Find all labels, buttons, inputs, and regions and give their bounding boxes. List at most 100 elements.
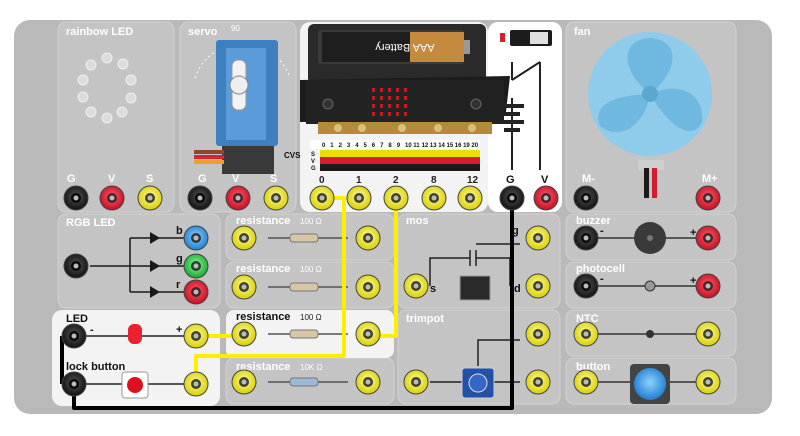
connector-port[interactable] — [695, 225, 721, 251]
fan-m-minus-label: M- — [582, 173, 595, 185]
connector-port[interactable] — [355, 225, 381, 251]
connector-port[interactable] — [61, 371, 87, 397]
led-icon — [128, 324, 142, 344]
power-g-label: G — [506, 174, 515, 186]
fan-m-plus-label: M+ — [702, 173, 718, 185]
connector-port[interactable] — [533, 185, 559, 211]
mos-label: mos — [406, 215, 429, 227]
microbit-button-a[interactable] — [322, 98, 334, 110]
connector-port[interactable] — [137, 185, 163, 211]
microbit-button-b[interactable] — [470, 98, 482, 110]
resistance-1-value: 100 Ω — [300, 217, 322, 226]
servo-v-label: V — [232, 173, 240, 185]
photocell-plus: + — [690, 275, 696, 287]
header-number: 12 — [422, 143, 429, 149]
servo-label: servo — [188, 26, 218, 38]
connector-port[interactable] — [525, 369, 551, 395]
connector-port[interactable] — [403, 369, 429, 395]
header-number: 1 — [330, 143, 334, 149]
rgb-r-label: r — [176, 279, 181, 291]
microbit-pin-label: 1 — [356, 175, 362, 186]
connector-port[interactable] — [183, 371, 209, 397]
resistance-4-value: 10K Ω — [300, 363, 322, 372]
connector-port[interactable] — [421, 185, 447, 211]
connector-port[interactable] — [231, 321, 257, 347]
microbit-pin-label: 0 — [319, 175, 325, 186]
connector-ports — [61, 185, 721, 397]
header-number: 10 — [405, 143, 412, 149]
resistance-modules: resistance 100 Ω resistance 100 Ω resist… — [236, 215, 348, 387]
connector-port[interactable] — [231, 369, 257, 395]
connector-port[interactable] — [403, 273, 429, 299]
connector-port[interactable] — [695, 273, 721, 299]
connector-port[interactable] — [499, 185, 525, 211]
connector-port[interactable] — [263, 185, 289, 211]
ntc-icon — [646, 330, 654, 338]
connector-port[interactable] — [573, 225, 599, 251]
connector-port[interactable] — [183, 279, 209, 305]
fan-icon — [588, 32, 712, 156]
rainbow-led-module: rainbow LED G V S — [66, 26, 153, 185]
mos-g-label: g — [512, 225, 519, 237]
right-modules: buzzer photocell NTC button - + - + — [576, 215, 712, 404]
microbit-pin-label: 12 — [467, 175, 479, 186]
connector-port[interactable] — [183, 253, 209, 279]
power-switch-module: G V — [500, 30, 552, 186]
connector-port[interactable] — [225, 185, 251, 211]
connector-port[interactable] — [573, 273, 599, 299]
connector-port[interactable] — [63, 253, 89, 279]
header-row-g: G — [311, 166, 316, 172]
led-plus: + — [176, 324, 182, 336]
connector-port[interactable] — [355, 274, 381, 300]
connector-port[interactable] — [61, 323, 87, 349]
lock-button-module: lock button — [66, 361, 196, 399]
rainbow-g-label: G — [67, 173, 76, 185]
connector-port[interactable] — [346, 185, 372, 211]
connector-port[interactable] — [695, 321, 721, 347]
header-number: 11 — [413, 143, 420, 149]
connector-port[interactable] — [525, 273, 551, 299]
servo-connector — [222, 146, 274, 174]
connector-port[interactable] — [573, 321, 599, 347]
header-number: 16 — [455, 143, 462, 149]
rgb-g-label: g — [176, 253, 183, 265]
connector-port[interactable] — [183, 225, 209, 251]
connector-port[interactable] — [573, 369, 599, 395]
header-number: 9 — [397, 143, 401, 149]
header-number: 2 — [339, 143, 343, 149]
connector-port[interactable] — [63, 185, 89, 211]
connector-port[interactable] — [309, 185, 335, 211]
connector-port[interactable] — [525, 321, 551, 347]
connector-port[interactable] — [573, 185, 599, 211]
connector-port[interactable] — [383, 185, 409, 211]
fan-module: fan M- M+ — [574, 26, 718, 198]
resistance-3-value: 100 Ω — [300, 313, 322, 322]
microbit-board[interactable] — [300, 76, 510, 134]
buzzer-label: buzzer — [576, 215, 612, 227]
connector-port[interactable] — [525, 225, 551, 251]
servo-s-label: S — [270, 173, 277, 185]
connector-port[interactable] — [187, 185, 213, 211]
header-number: 19 — [463, 143, 470, 149]
connector-port[interactable] — [695, 369, 721, 395]
connector-port[interactable] — [355, 369, 381, 395]
header-number: 5 — [364, 143, 368, 149]
connector-port[interactable] — [183, 323, 209, 349]
rainbow-led-ring — [77, 52, 137, 124]
mos-d-label: d — [514, 283, 521, 295]
connector-port[interactable] — [457, 185, 483, 211]
rgb-b-label: b — [176, 225, 183, 237]
connector-port[interactable] — [231, 274, 257, 300]
led-label: LED — [66, 313, 88, 325]
trimpot-module: trimpot — [406, 313, 520, 399]
led-minus: - — [90, 324, 94, 336]
photocell-label: photocell — [576, 263, 625, 275]
resistance-3-label: resistance — [236, 311, 290, 323]
connector-port[interactable] — [695, 185, 721, 211]
connector-port[interactable] — [231, 225, 257, 251]
resistance-1-label: resistance — [236, 215, 290, 227]
connector-port[interactable] — [99, 185, 125, 211]
header-number: 0 — [322, 143, 326, 149]
connector-port[interactable] — [355, 321, 381, 347]
